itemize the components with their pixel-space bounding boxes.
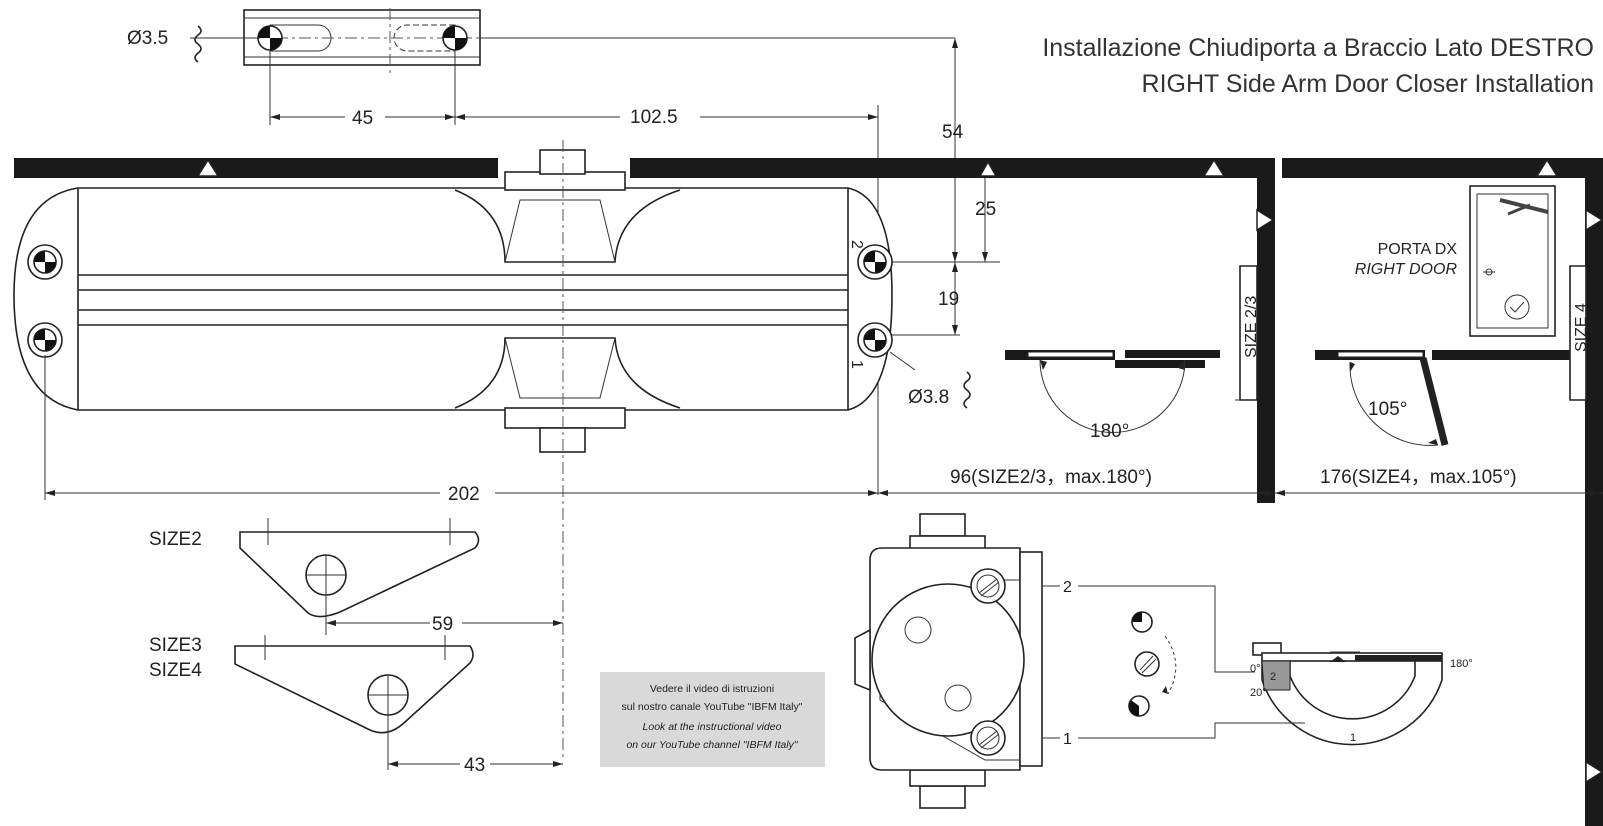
zone-1: 1	[1350, 732, 1356, 744]
label-wall-size23: SIZE 2/3	[1243, 296, 1260, 358]
video-note-line4: on our YouTube channel "IBFM Italy"	[626, 739, 798, 751]
zone-2: 2	[1270, 671, 1276, 683]
dim-102-5: 102.5	[630, 107, 678, 128]
video-note-box: Vedere il video di istruzioni sul nostro…	[600, 672, 825, 767]
screw-hole-body-right-top-icon	[857, 244, 893, 280]
angle-0: 0°	[1250, 663, 1261, 675]
video-note-line2: sul nostro canale YouTube "IBFM Italy"	[622, 701, 803, 713]
video-note-line1: Vedere il video di istruzioni	[650, 683, 774, 695]
valve-screw-1-icon	[970, 720, 1006, 756]
arm-bracket-size2	[239, 518, 480, 618]
door-frame-wall	[14, 158, 1603, 826]
door-swing-180	[1005, 350, 1220, 433]
screw-hole-body-left-bottom-icon	[27, 322, 63, 358]
dim-59: 59	[432, 614, 453, 635]
screw-hole-plate-right-icon	[442, 25, 468, 51]
angle-105: 105°	[1368, 399, 1407, 420]
hatch-icon	[194, 25, 202, 63]
label-right-door: RIGHT DOOR	[1355, 261, 1458, 278]
dim-19: 19	[938, 289, 959, 310]
video-note-line3: Look at the instructional video	[643, 721, 782, 733]
title-english: RIGHT Side Arm Door Closer Installation	[1142, 70, 1594, 98]
valve-label-1: 1	[1063, 731, 1072, 748]
valve-screw-2-icon	[970, 568, 1006, 604]
dim-202: 202	[448, 484, 480, 505]
closing-speed-diagram	[1252, 642, 1443, 746]
angle-180-valve: 180°	[1450, 658, 1473, 670]
door-closer-body	[13, 140, 893, 760]
dim-size23-span: 96(SIZE2/3，max.180°)	[950, 467, 1152, 488]
dim-25: 25	[975, 199, 996, 220]
dim-hole-side: Ø3.8	[908, 387, 949, 408]
door-icon	[1469, 185, 1556, 337]
arm-bracket-size34	[234, 635, 474, 734]
label-size3: SIZE3	[149, 635, 202, 656]
dim-45: 45	[352, 108, 373, 129]
door-closer-side-view	[854, 513, 1043, 809]
valve-label-2: 2	[1063, 579, 1072, 596]
door-swing-105	[1315, 350, 1572, 446]
dim-size4-span: 176(SIZE4，max.105°)	[1320, 467, 1517, 488]
dim-43: 43	[464, 755, 485, 776]
dim-54: 54	[942, 122, 964, 143]
angle-20: 20°	[1250, 687, 1267, 699]
label-pos-1: 1	[848, 360, 865, 369]
screw-hole-body-right-bottom-icon	[857, 322, 893, 358]
hatch-icon	[963, 371, 971, 409]
dim-hole-top: Ø3.5	[127, 28, 168, 49]
label-size2: SIZE2	[149, 529, 202, 550]
valve-adjust-icon	[1128, 611, 1177, 717]
screw-hole-plate-left-icon	[257, 25, 283, 51]
angle-180: 180°	[1090, 421, 1129, 442]
label-wall-size4: SIZE 4	[1573, 303, 1590, 352]
label-pos-2: 2	[848, 240, 865, 249]
wall-size23	[1235, 265, 1258, 401]
wall-size4	[1569, 265, 1587, 401]
label-size4: SIZE4	[149, 660, 202, 681]
screw-hole-body-left-top-icon	[27, 244, 63, 280]
title-italian: Installazione Chiudiporta a Braccio Lato…	[1042, 34, 1594, 62]
label-porta-dx: PORTA DX	[1378, 241, 1458, 258]
